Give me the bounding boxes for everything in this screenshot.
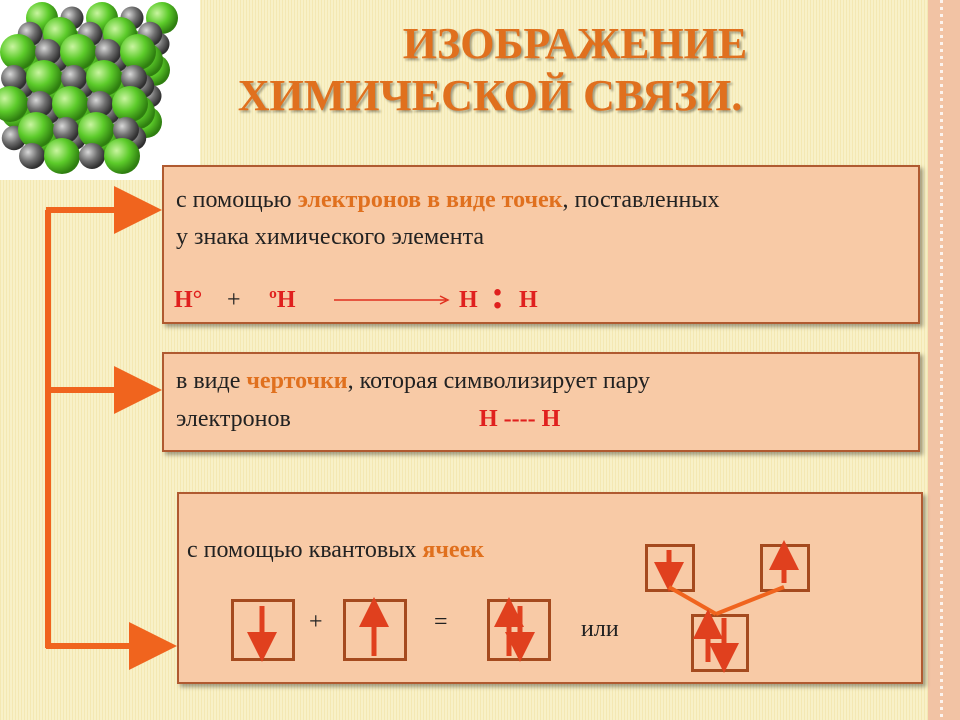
chloride-sphere	[120, 34, 156, 70]
chloride-sphere	[60, 34, 96, 70]
text-segment: с помощью	[176, 187, 298, 213]
chloride-sphere	[86, 60, 122, 96]
dash-formula: Н ---- Н	[479, 406, 561, 432]
reaction-arrow	[334, 295, 450, 305]
result-left-atom: Н	[459, 287, 478, 313]
crystal-lattice-illustration	[0, 2, 178, 174]
sodium-sphere	[95, 39, 121, 65]
title-line-1: ИЗОБРАЖЕНИЕ	[402, 19, 748, 68]
page-title: ИЗОБРАЖЕНИЕ ХИМИЧЕСКОЙ СВЯЗИ.	[195, 18, 895, 122]
chloride-sphere	[44, 138, 80, 174]
dash-text-line-2: электронов	[176, 406, 291, 432]
decorative-side-strip	[928, 0, 960, 720]
sodium-sphere	[87, 91, 113, 117]
cells-equals: =	[434, 609, 448, 635]
chloride-sphere	[112, 86, 148, 122]
chloride-sphere	[104, 138, 140, 174]
dash-text-line-1: в виде черточки, которая символизирует п…	[176, 368, 650, 395]
title-line-2: ХИМИЧЕСКОЙ СВЯЗИ.	[237, 71, 743, 120]
text-segment: , которая символизирует пару	[347, 368, 650, 394]
chloride-sphere	[0, 86, 28, 122]
electron-dot-text-line-2: у знака химического элемента	[176, 224, 485, 250]
chloride-sphere	[26, 60, 62, 96]
quantum-cells-text: с помощью квантовых ячеек	[187, 537, 484, 564]
crystal-lattice-image	[0, 0, 200, 180]
equation-left-atom: Н°	[174, 287, 203, 313]
electron-dots-highlight: электронов в виде точек	[297, 187, 563, 213]
cells-highlight: ячеек	[422, 537, 485, 563]
text-segment: в виде	[176, 368, 247, 394]
cells-or: или	[581, 616, 619, 642]
dash-notation-box: в виде черточки, которая символизирует п…	[162, 352, 920, 452]
electron-pair-colon: :	[491, 272, 505, 317]
chloride-sphere	[52, 86, 88, 122]
merge-line-left	[668, 585, 717, 616]
sodium-sphere	[27, 91, 53, 117]
chloride-sphere	[78, 112, 114, 148]
sodium-sphere	[35, 39, 61, 65]
chloride-sphere	[18, 112, 54, 148]
dash-highlight: черточки	[246, 368, 348, 394]
equation-plus: +	[227, 287, 241, 313]
sodium-sphere	[61, 65, 87, 91]
cells-plus: +	[309, 609, 323, 635]
decorative-side-dots	[940, 0, 943, 720]
chloride-sphere	[0, 34, 36, 70]
sodium-sphere	[113, 117, 139, 143]
electron-dot-text-line-1: с помощью электронов в виде точек, поста…	[176, 187, 720, 214]
text-segment: с помощью квантовых	[187, 537, 423, 563]
equation-right-atom: ºН	[269, 287, 296, 313]
sodium-sphere	[121, 65, 147, 91]
sodium-sphere	[79, 143, 105, 169]
sodium-sphere	[53, 117, 79, 143]
sodium-sphere	[19, 143, 45, 169]
merge-line-right	[715, 585, 785, 616]
text-segment: , поставленных	[562, 187, 720, 213]
sodium-sphere	[1, 65, 27, 91]
electron-dot-box: с помощью электронов в виде точек, поста…	[162, 165, 920, 324]
result-right-atom: Н	[519, 287, 538, 313]
